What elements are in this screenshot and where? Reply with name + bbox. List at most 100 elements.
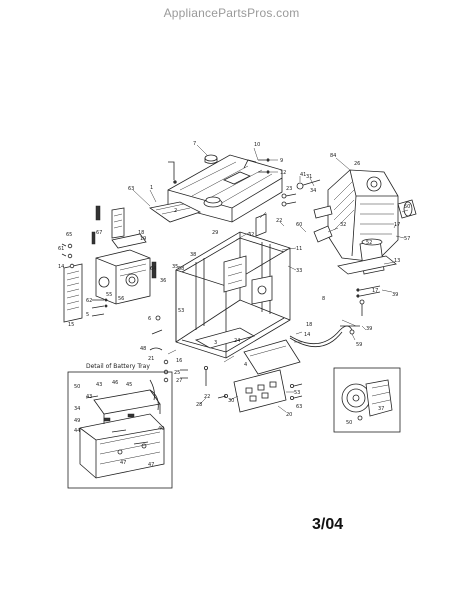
callout-18-top: 18 bbox=[138, 230, 144, 236]
leader-lines bbox=[132, 144, 409, 413]
callout-12: 12 bbox=[280, 170, 286, 176]
callout-17-mid: 17 bbox=[372, 288, 378, 294]
fuel-tank bbox=[167, 154, 283, 223]
callout-18-right: 18 bbox=[306, 322, 312, 328]
callout-44: 44 bbox=[74, 428, 80, 434]
callout-28: 28 bbox=[196, 402, 202, 408]
callout-65: 65 bbox=[66, 232, 72, 238]
callout-10: 10 bbox=[254, 142, 260, 148]
engine-hardware bbox=[281, 179, 381, 316]
callout-labels: 7 10 9 12 84 26 63 1 23 31 50 18 29 42 2… bbox=[58, 141, 410, 426]
callout-49: 49 bbox=[74, 418, 80, 424]
fastener-stack bbox=[149, 315, 208, 386]
outlet-plate bbox=[111, 207, 125, 239]
cover-panel bbox=[243, 339, 301, 375]
callout-25: 25 bbox=[174, 370, 180, 376]
fuel-hose bbox=[289, 325, 360, 348]
callout-47-a: 47 bbox=[120, 460, 126, 466]
callout-55: 55 bbox=[106, 292, 112, 298]
callout-15: 15 bbox=[68, 322, 74, 328]
frame-mount bbox=[251, 275, 273, 305]
callout-40: 40 bbox=[158, 426, 164, 432]
callout-3: 3 bbox=[214, 340, 217, 346]
callout-61: 61 bbox=[58, 246, 64, 252]
bracket-left bbox=[111, 233, 147, 249]
callout-53: 53 bbox=[178, 308, 184, 314]
callout-22-bottom: 22 bbox=[204, 394, 210, 400]
callout-1: 1 bbox=[150, 185, 153, 191]
callout-45: 45 bbox=[126, 382, 132, 388]
callout-7: 7 bbox=[193, 141, 196, 147]
callout-16: 16 bbox=[176, 358, 182, 364]
callout-53-bottom: 53 bbox=[294, 390, 300, 396]
callout-2: 2 bbox=[174, 208, 177, 214]
callout-32: 32 bbox=[340, 222, 346, 228]
callout-22-top: 22 bbox=[276, 218, 282, 224]
callout-29: 29 bbox=[212, 230, 218, 236]
callout-9: 9 bbox=[280, 158, 283, 164]
callout-24: 24 bbox=[234, 338, 240, 344]
callout-34: 34 bbox=[310, 188, 316, 194]
callout-20: 20 bbox=[286, 412, 292, 418]
watermark: AppliancePartsPros.com bbox=[163, 6, 300, 20]
callout-57: 57 bbox=[404, 236, 410, 242]
base-plate bbox=[194, 327, 256, 349]
callout-39-right: 39 bbox=[366, 326, 372, 332]
alternator-detail-box bbox=[333, 367, 401, 433]
callout-31: 31 bbox=[306, 174, 312, 180]
callout-39: 39 bbox=[392, 292, 398, 298]
callout-23: 23 bbox=[286, 186, 292, 192]
callout-48: 48 bbox=[140, 346, 146, 352]
callout-58: 58 bbox=[178, 266, 184, 272]
gasket-strips bbox=[91, 205, 157, 279]
callout-47-b: 47 bbox=[148, 462, 154, 468]
callout-43-b: 43 bbox=[86, 394, 92, 400]
callout-63-top: 63 bbox=[128, 186, 134, 192]
left-hardware bbox=[61, 243, 108, 317]
callout-56: 56 bbox=[118, 296, 124, 302]
control-box-cover bbox=[63, 263, 83, 323]
callout-8: 8 bbox=[322, 296, 325, 302]
engine-mount-bracket bbox=[337, 255, 397, 275]
callout-60: 60 bbox=[296, 222, 302, 228]
callout-19: 19 bbox=[140, 236, 146, 242]
callout-17-right: 17 bbox=[394, 222, 400, 228]
battery-tray-detail-box bbox=[67, 371, 173, 489]
callout-50-detail: 50 bbox=[74, 384, 80, 390]
panel-hardware bbox=[217, 383, 303, 400]
fuel-tank-fasteners bbox=[168, 158, 270, 184]
callout-11: 11 bbox=[296, 246, 302, 252]
callout-64: 64 bbox=[150, 266, 156, 272]
callout-50-bottom: 50 bbox=[346, 420, 352, 426]
engine-air-filter bbox=[397, 199, 417, 219]
frame-bracket bbox=[223, 255, 247, 293]
callout-5: 5 bbox=[86, 312, 89, 318]
callout-33: 33 bbox=[296, 268, 302, 274]
engine bbox=[327, 169, 399, 263]
callout-42: 42 bbox=[248, 232, 254, 238]
callout-37: 37 bbox=[378, 406, 384, 412]
callout-21: 21 bbox=[148, 356, 154, 362]
callout-6: 6 bbox=[148, 316, 151, 322]
front-panel bbox=[233, 369, 287, 413]
callout-84: 84 bbox=[330, 153, 336, 159]
callout-43-a: 43 bbox=[96, 382, 102, 388]
callout-59: 59 bbox=[356, 342, 362, 348]
callout-38: 38 bbox=[190, 252, 196, 258]
callout-52: 52 bbox=[366, 240, 372, 246]
callout-27: 27 bbox=[176, 378, 182, 384]
battery-tray-labels: Detail of Battery Tray 50 43 46 45 43 34… bbox=[74, 363, 164, 468]
callout-67: 67 bbox=[96, 230, 102, 236]
fuel-cap bbox=[204, 154, 218, 164]
callout-41: 41 bbox=[300, 172, 306, 178]
tank-support-plate bbox=[149, 201, 202, 223]
callout-62: 62 bbox=[86, 298, 92, 304]
battery-tray-caption: Detail of Battery Tray bbox=[86, 363, 150, 370]
callout-63-bottom: 63 bbox=[296, 404, 302, 410]
callout-26: 26 bbox=[354, 161, 360, 167]
callout-50-top: 50 bbox=[404, 204, 410, 210]
callout-14: 14 bbox=[58, 264, 64, 270]
callout-4: 4 bbox=[244, 362, 247, 368]
callout-34-detail: 34 bbox=[74, 406, 80, 412]
